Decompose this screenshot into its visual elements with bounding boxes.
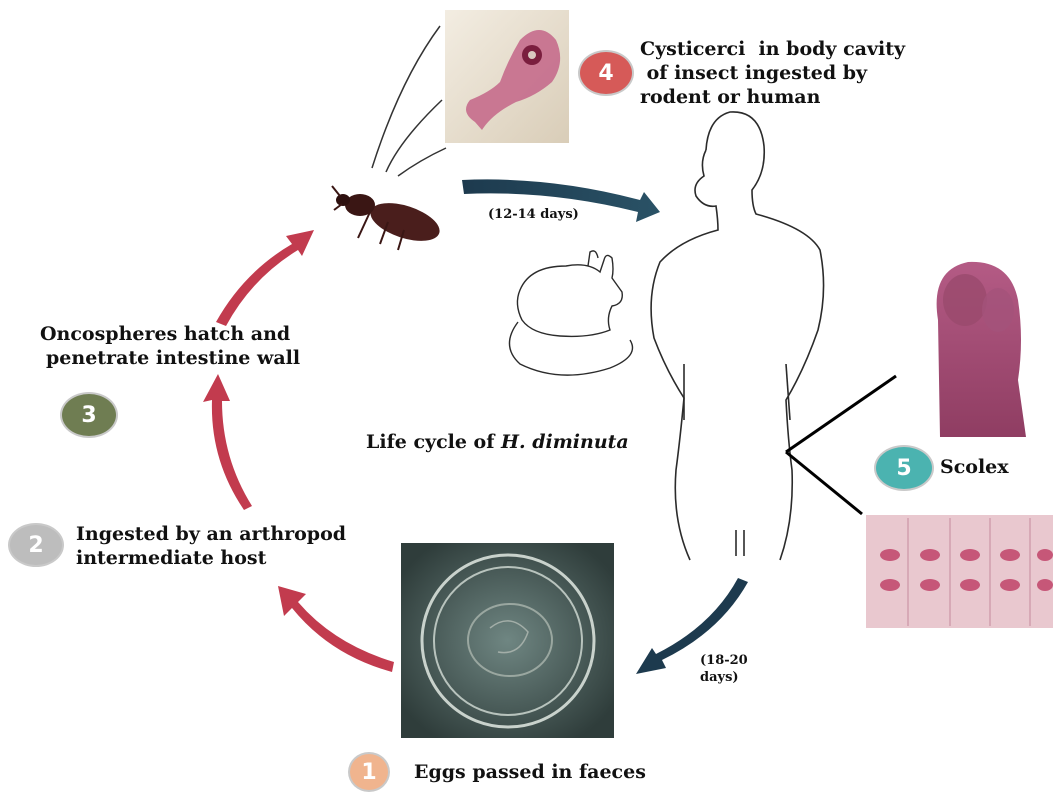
diagram-title: Life cycle of H. diminuta <box>366 430 629 454</box>
step-3-badge: 3 <box>62 394 116 436</box>
step-5-badge: 5 <box>876 447 932 489</box>
arrow-ingested-to-oncospheres <box>203 374 252 510</box>
host-pointer-lines <box>786 376 896 514</box>
cysticerci-pointer-lines <box>372 26 446 176</box>
arrow-oncospheres-to-beetle <box>216 230 314 326</box>
scolex-image <box>906 255 1028 437</box>
step-4-label: Cysticerci in body cavity of insect inge… <box>640 37 905 109</box>
arrow-eggs-to-ingested <box>278 586 394 672</box>
duration-host-to-eggs-line2: days) <box>700 669 748 686</box>
proglottid-image <box>866 515 1053 628</box>
cysticerci-image <box>445 10 569 143</box>
title-prefix: Life cycle of <box>366 431 501 453</box>
title-species: H. diminuta <box>501 431 629 453</box>
egg-image <box>401 543 614 738</box>
step-2-badge: 2 <box>10 525 62 565</box>
duration-insect-to-host: (12-14 days) <box>488 206 579 223</box>
human-host-illustration <box>651 112 823 560</box>
beetle-illustration <box>332 186 444 250</box>
step-1-badge: 1 <box>350 754 388 790</box>
duration-host-to-eggs-line1: (18-20 <box>700 652 748 669</box>
step-5-label: Scolex <box>940 455 1009 479</box>
step-1-label: Eggs passed in faeces <box>414 760 646 784</box>
rat-illustration <box>509 251 632 375</box>
duration-host-to-eggs: (18-20 days) <box>700 652 748 686</box>
step-2-label: Ingested by an arthropod intermediate ho… <box>76 522 346 570</box>
step-4-badge: 4 <box>580 52 632 94</box>
step-3-label: Oncospheres hatch and penetrate intestin… <box>40 322 300 370</box>
